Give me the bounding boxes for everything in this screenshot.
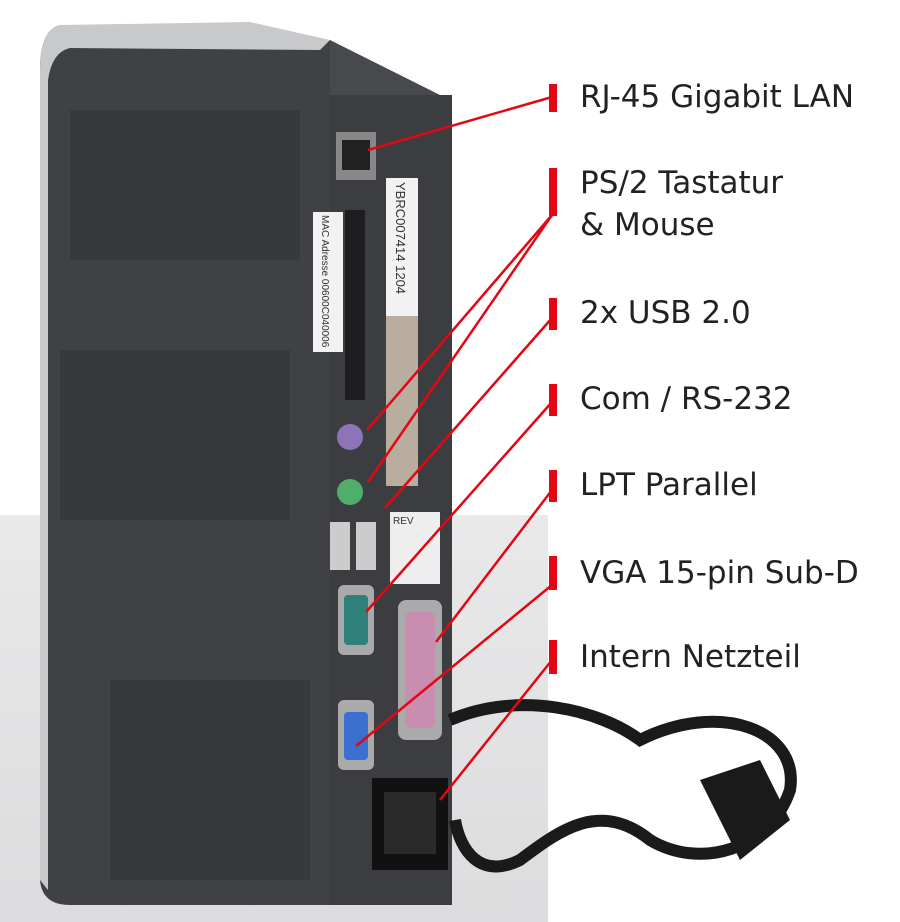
- usb-port-1: [330, 522, 350, 570]
- marker-rj45: [549, 84, 557, 112]
- leader-lines: [355, 95, 554, 801]
- label-power: Intern Netzteil: [580, 639, 801, 675]
- mac-label: [313, 212, 343, 352]
- label-lpt: LPT Parallel: [580, 467, 758, 503]
- label-vga: VGA 15-pin Sub-D: [580, 555, 859, 591]
- marker-vga: [549, 556, 557, 590]
- label-com: Com / RS-232: [580, 381, 793, 417]
- marker-ps2: [549, 168, 557, 216]
- device-side-panel: [40, 25, 330, 905]
- marker-com: [549, 384, 557, 416]
- rev-text: REV: [393, 516, 414, 527]
- power-plug: [700, 760, 790, 860]
- rev-label: [390, 512, 440, 584]
- label-usb: 2x USB 2.0: [580, 295, 751, 331]
- usb-port-2: [356, 522, 376, 570]
- ps2-mouse-port: [337, 479, 363, 505]
- marker-lpt: [549, 470, 557, 502]
- serial-label-text: YBRC007414 1204: [393, 182, 408, 294]
- label-rj45: RJ-45 Gigabit LAN: [580, 79, 855, 115]
- marker-power: [549, 640, 557, 674]
- serial-label: [386, 178, 418, 316]
- label-ps2: PS/2 Tastatur: [580, 165, 784, 201]
- mac-label-text: MAC Adresse 00600C040006: [319, 215, 330, 348]
- label-ps2-line2: & Mouse: [580, 207, 715, 243]
- ps2-keyboard-port: [337, 424, 363, 450]
- marker-usb: [549, 298, 557, 330]
